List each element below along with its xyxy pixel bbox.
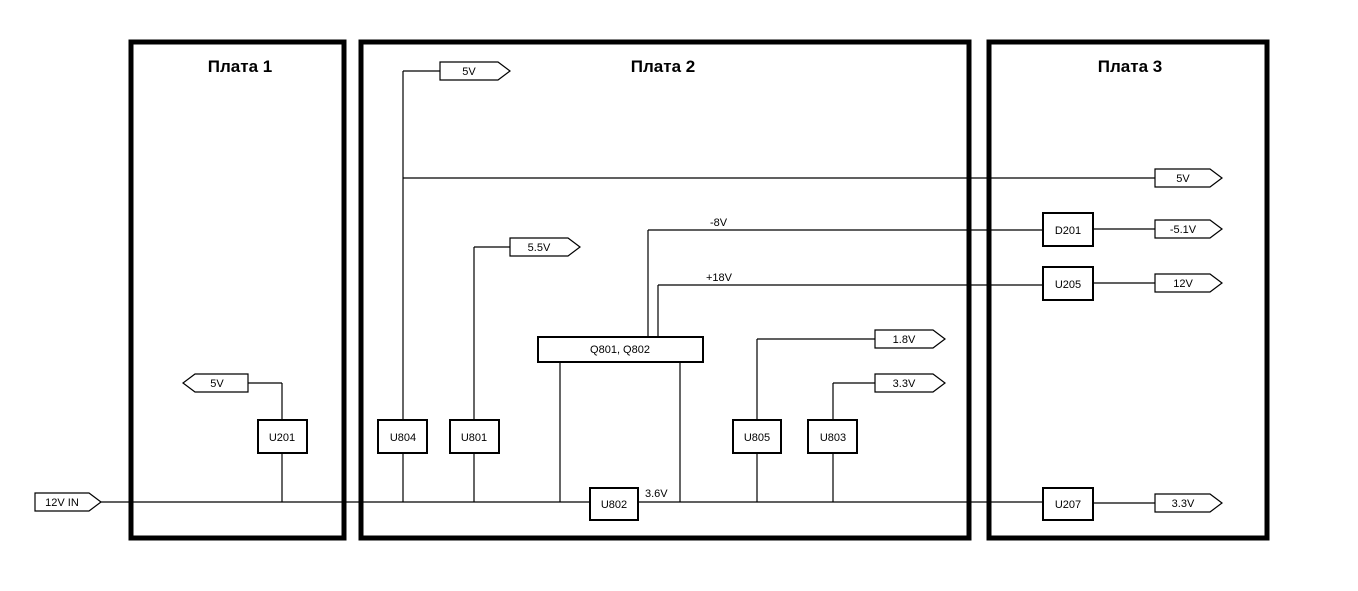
component-d201: D201: [1042, 212, 1094, 247]
u801-label: U801: [461, 432, 487, 444]
u201-box: [257, 419, 308, 454]
component-u803: U803: [807, 419, 858, 454]
flag-board3-12v-shape: [1154, 273, 1223, 293]
flag-board3-5v: 5V: [1154, 168, 1223, 188]
flag-board2-1v8-shape: [874, 329, 946, 349]
flag-board3-neg5v1-label: -5.1V: [1170, 224, 1197, 236]
u801-box: [449, 419, 500, 454]
flag-board3-5v-shape: [1154, 168, 1223, 188]
u804-label: U804: [390, 432, 416, 444]
u802-label: U802: [601, 499, 627, 511]
u207-box: [1042, 487, 1094, 521]
u804-box: [377, 419, 428, 454]
flag-board3-3v3: 3.3V: [1154, 493, 1223, 513]
flag-board3-12v-label: 12V: [1173, 278, 1193, 290]
flag-board2-5v-label: 5V: [462, 66, 476, 78]
component-u205: U205: [1042, 266, 1094, 301]
wires: [101, 70, 1155, 504]
flag-12v-in-shape: [34, 492, 102, 512]
u205-label: U205: [1055, 279, 1081, 291]
flag-board3-3v3-label: 3.3V: [1172, 498, 1195, 510]
flag-board2-3v3-shape: [874, 373, 946, 393]
net-labels: -8V +18V 3.6V: [645, 217, 733, 500]
flag-board3-5v-label: 5V: [1176, 173, 1190, 185]
flag-board1-5v: 5V: [182, 373, 249, 393]
net-label-pos18v: +18V: [706, 272, 733, 284]
u201-label: U201: [269, 432, 295, 444]
flag-board2-5v-shape: [439, 61, 511, 81]
flag-board2-3v3-label: 3.3V: [893, 378, 916, 390]
q801-q802-box: [537, 336, 704, 363]
component-u207: U207: [1042, 487, 1094, 521]
component-u802: U802: [589, 487, 639, 521]
net-label-neg8v: -8V: [710, 217, 728, 229]
u207-label: U207: [1055, 499, 1081, 511]
flag-12v-in-label: 12V IN: [45, 497, 79, 509]
board-3-outline: [986, 39, 1270, 541]
board-outlines: Плата 1 Плата 2 Плата 3: [128, 39, 1270, 541]
board-3-title: Плата 3: [1098, 57, 1162, 76]
component-u201: U201: [257, 419, 308, 454]
net-label-3v6: 3.6V: [645, 488, 668, 500]
q801-q802-label: Q801, Q802: [590, 344, 650, 356]
flag-board3-3v3-shape: [1154, 493, 1223, 513]
component-u801: U801: [449, 419, 500, 454]
board-1-title: Плата 1: [208, 57, 272, 76]
flag-board3-12v: 12V: [1154, 273, 1223, 293]
flag-board2-5v: 5V: [439, 61, 511, 81]
flag-board3-neg5v1-shape: [1154, 219, 1223, 239]
board-2-title: Плата 2: [631, 57, 695, 76]
flag-board2-1v8: 1.8V: [874, 329, 946, 349]
u803-box: [807, 419, 858, 454]
component-u805: U805: [732, 419, 782, 454]
d201-box: [1042, 212, 1094, 247]
component-q801-q802: Q801, Q802: [537, 336, 704, 363]
flag-board2-3v3: 3.3V: [874, 373, 946, 393]
flag-board2-5v5-shape: [509, 237, 581, 257]
flag-board1-5v-shape: [182, 373, 249, 393]
flag-board3-neg5v1: -5.1V: [1154, 219, 1223, 239]
d201-label: D201: [1055, 225, 1081, 237]
component-u804: U804: [377, 419, 428, 454]
u805-label: U805: [744, 432, 770, 444]
u805-box: [732, 419, 782, 454]
u803-label: U803: [820, 432, 846, 444]
signal-flags: 12V IN 5V 5V 5.5V 1.8V 3.3V 5V -5.1V: [34, 61, 1223, 513]
u205-box: [1042, 266, 1094, 301]
u802-box: [589, 487, 639, 521]
flag-board1-5v-label: 5V: [210, 378, 224, 390]
board-2-outline: [358, 39, 972, 541]
flag-12v-in: 12V IN: [34, 492, 102, 512]
flag-board2-1v8-label: 1.8V: [893, 334, 916, 346]
flag-board2-5v5-label: 5.5V: [528, 242, 551, 254]
board-1-outline: [128, 39, 347, 541]
components: U201 U804 U801 Q801, Q802 U802 U805 U803: [257, 212, 1094, 521]
flag-board2-5v5: 5.5V: [509, 237, 581, 257]
